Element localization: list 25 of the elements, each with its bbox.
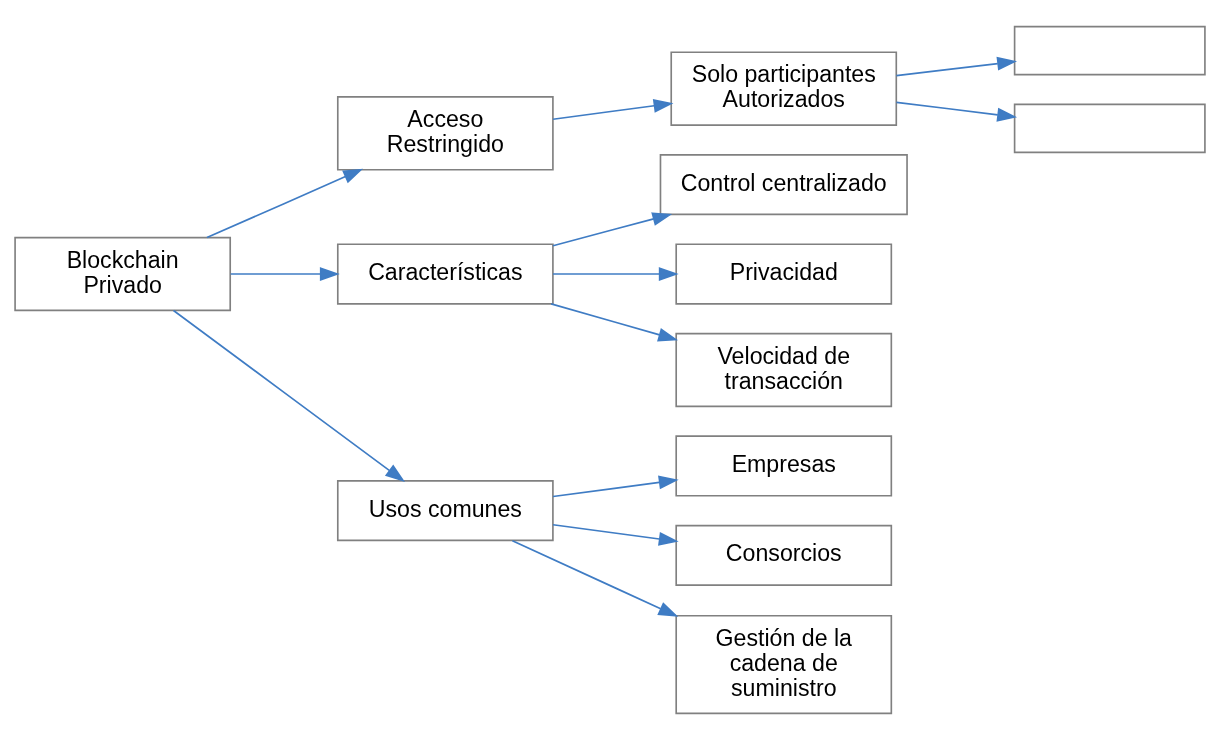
- arrow: [552, 523, 679, 546]
- node-box: Gestión de la cadena de suministro: [675, 614, 893, 715]
- arrow: [229, 267, 340, 281]
- arrow: [206, 168, 364, 239]
- node-box: Características: [336, 243, 554, 305]
- node-box: Consorcios: [675, 524, 893, 586]
- node-box: Acceso Restringido: [336, 96, 554, 171]
- arrow: [550, 303, 679, 342]
- node-box: Solo participantes Autorizados: [670, 51, 898, 126]
- arrow: [552, 267, 679, 281]
- arrow: [172, 309, 406, 483]
- node-box: Privacidad: [675, 243, 893, 305]
- node-box: Control centralizado: [659, 154, 908, 216]
- node-box: [1013, 25, 1206, 76]
- node-box: Velocidad de transacción: [675, 332, 893, 408]
- node-box: Empresas: [675, 435, 893, 497]
- arrow: [552, 475, 679, 498]
- arrow: [552, 212, 673, 247]
- node-box: Usos comunes: [336, 480, 554, 542]
- node-box: [1013, 103, 1206, 154]
- arrow: [895, 56, 1018, 77]
- node-box: Blockchain Privado: [14, 236, 232, 312]
- arrow: [552, 98, 674, 121]
- arrow: [895, 101, 1018, 122]
- arrow: [511, 539, 679, 617]
